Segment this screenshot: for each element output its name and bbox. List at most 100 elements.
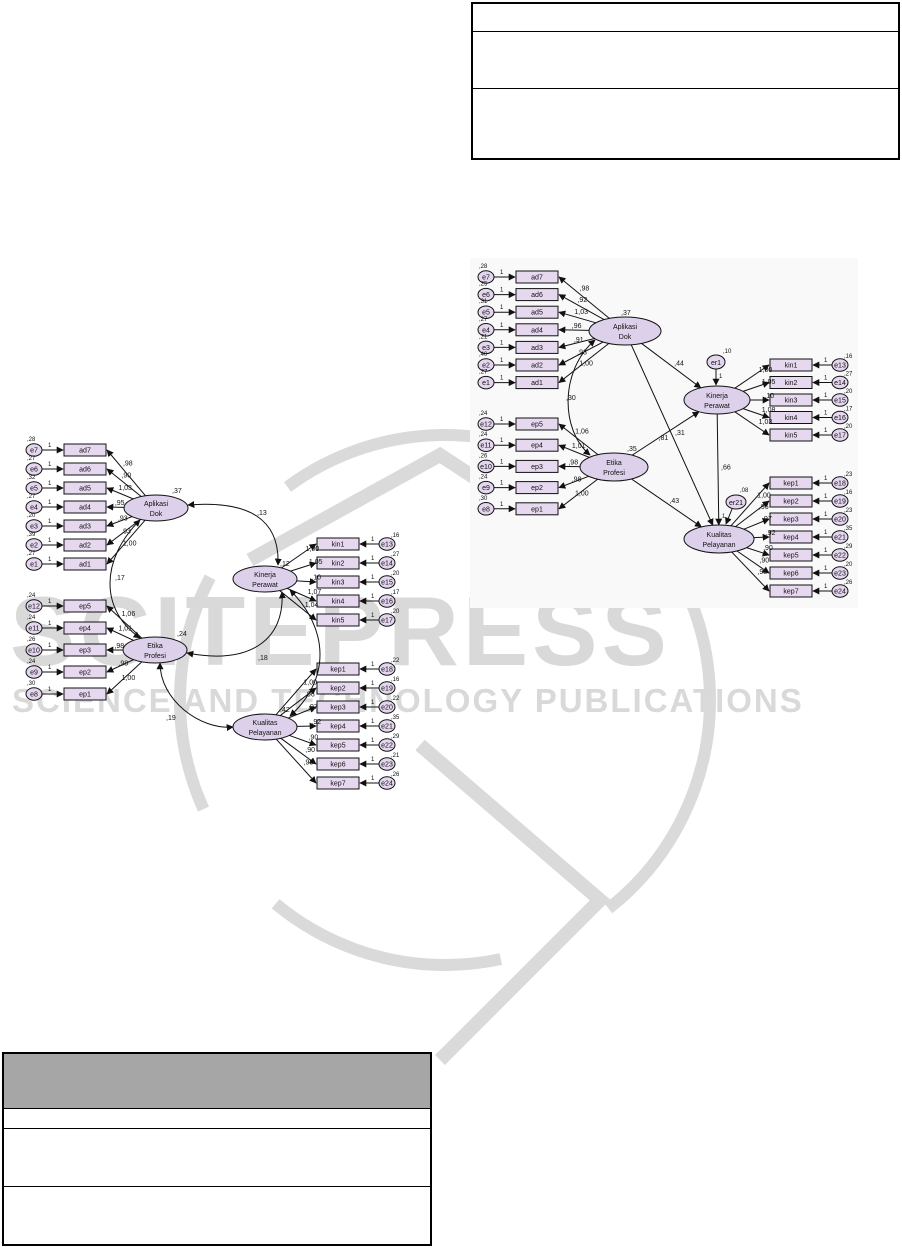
- table-row: [473, 88, 898, 158]
- error-variance-e24: ,26: [844, 580, 853, 586]
- covariance-label: ,30: [566, 395, 576, 402]
- indicator-label-ad5: ad5: [79, 486, 91, 493]
- indicator-label-ep2: ep2: [79, 670, 91, 677]
- error-label-e24: e24: [834, 589, 846, 596]
- loading-path: [106, 659, 134, 673]
- latent-aplikasi-dok-label: Dok: [150, 511, 163, 518]
- indicator-label-ad4: ad4: [79, 505, 91, 512]
- latent-kualitas-pelayanan: [683, 524, 755, 554]
- covariance-ep-kep: [156, 662, 234, 732]
- error-label-e1: e1: [482, 380, 490, 387]
- error-label-e23: e23: [381, 762, 393, 769]
- indicator-label-kep1: kep1: [783, 481, 798, 488]
- indicator-kep6: [316, 757, 360, 771]
- indicator-ep1: [515, 502, 559, 516]
- table-row: [4, 1108, 430, 1128]
- error-label-e6: e6: [30, 467, 38, 474]
- loading-path: [558, 326, 590, 334]
- latent-kualitas-pelayanan-label: Kualitas: [253, 720, 278, 727]
- loading-label: 1,08: [762, 407, 776, 414]
- path-label: ,43: [669, 498, 679, 505]
- loading-path: [280, 737, 317, 765]
- error-variance-e10: ,26: [27, 637, 36, 643]
- error-weight-label: 1: [500, 340, 504, 346]
- error-variance-e3: ,21: [479, 334, 488, 340]
- error-label-e22: e22: [834, 553, 846, 560]
- error-label-e10: e10: [28, 648, 40, 655]
- loading-path: [746, 547, 770, 557]
- indicator-ad1: [63, 557, 107, 571]
- latent-aplikasi-dok-label: Aplikasi: [144, 501, 169, 508]
- error-label-e4: e4: [482, 327, 490, 334]
- error-variance-e17: ,20: [844, 424, 853, 430]
- error-weight-label: 1: [48, 599, 52, 605]
- indicator-label-kep7: kep7: [783, 589, 798, 596]
- loading-label: ,96: [572, 323, 582, 330]
- error-label-e21: e21: [381, 724, 393, 731]
- covariance-ad-kin: [187, 501, 282, 566]
- indicator-label-kin2: kin2: [785, 380, 798, 387]
- loading-path: [742, 408, 770, 419]
- loading-path: [736, 550, 770, 574]
- indicator-label-kin5: kin5: [785, 433, 798, 440]
- indicator-kep5: [769, 548, 813, 562]
- error-variance-e6: ,25: [479, 282, 488, 288]
- path-ad-kep: [630, 344, 714, 526]
- error-weight-label: 1: [371, 556, 375, 562]
- loading-path: [558, 276, 610, 319]
- loading-label: ,95: [115, 500, 125, 507]
- error-weight-label: 1: [824, 476, 828, 482]
- indicator-label-ep3: ep3: [79, 648, 91, 655]
- covariance-kin-kep: [289, 589, 321, 717]
- indicator-kep2: [316, 681, 360, 695]
- error-weight-label: 1: [48, 538, 52, 544]
- error-variance-e18: ,22: [391, 658, 400, 664]
- latent-kinerja-perawat: [683, 385, 751, 415]
- loading-label: 1,04: [305, 602, 319, 609]
- error-variance-e11: ,24: [27, 615, 36, 621]
- residual-label-er1: er1: [711, 360, 721, 367]
- residual-weight-label: 1: [719, 374, 723, 380]
- error-weight-label: 1: [48, 665, 52, 671]
- table-header-row: [4, 1054, 430, 1108]
- loading-path: [730, 482, 770, 527]
- error-label-e16: e16: [381, 599, 393, 606]
- indicator-kep1: [769, 476, 813, 490]
- loading-path: [735, 500, 770, 528]
- indicator-kep5: [316, 738, 360, 752]
- loading-path: [275, 738, 317, 784]
- error-label-e7: e7: [482, 275, 490, 282]
- indicator-kin2: [769, 376, 813, 389]
- indicator-label-kep2: kep2: [783, 499, 798, 506]
- error-variance-e5: ,31: [479, 299, 488, 305]
- indicator-label-kep6: kep6: [783, 571, 798, 578]
- latent-kualitas-pelayanan-label: Kualitas: [707, 532, 732, 539]
- error-label-e23: e23: [834, 571, 846, 578]
- error-weight-label: 1: [48, 557, 52, 563]
- error-weight-label: 1: [500, 502, 504, 508]
- path-ep-kep: [631, 478, 702, 528]
- latent-kinerja-perawat-label: Perawat: [704, 403, 730, 410]
- error-variance-e13: ,16: [391, 533, 400, 539]
- indicator-ep3: [63, 643, 107, 657]
- error-weight-label: 1: [500, 288, 504, 294]
- table-row: [4, 1128, 430, 1186]
- error-label-e15: e15: [381, 580, 393, 587]
- loading-label: ,96: [305, 691, 315, 698]
- indicator-label-kep4: kep4: [783, 535, 798, 542]
- error-label-e10: e10: [480, 464, 492, 471]
- indicator-kin1: [316, 537, 360, 551]
- indicator-kin3: [316, 575, 360, 589]
- latent-aplikasi-dok-label: Dok: [619, 334, 632, 341]
- error-label-e9: e9: [30, 670, 38, 677]
- error-variance-e24: ,26: [391, 772, 400, 778]
- loading-path: [743, 518, 770, 530]
- error-variance-e5: ,32: [27, 475, 36, 481]
- loading-label: 1,00: [122, 675, 136, 682]
- error-label-e21: e21: [834, 535, 846, 542]
- covariance-label: ,18: [258, 655, 268, 662]
- error-label-e20: e20: [834, 517, 846, 524]
- error-weight-label: 1: [824, 428, 828, 434]
- latent-etika-profesi-label: Profesi: [144, 653, 166, 660]
